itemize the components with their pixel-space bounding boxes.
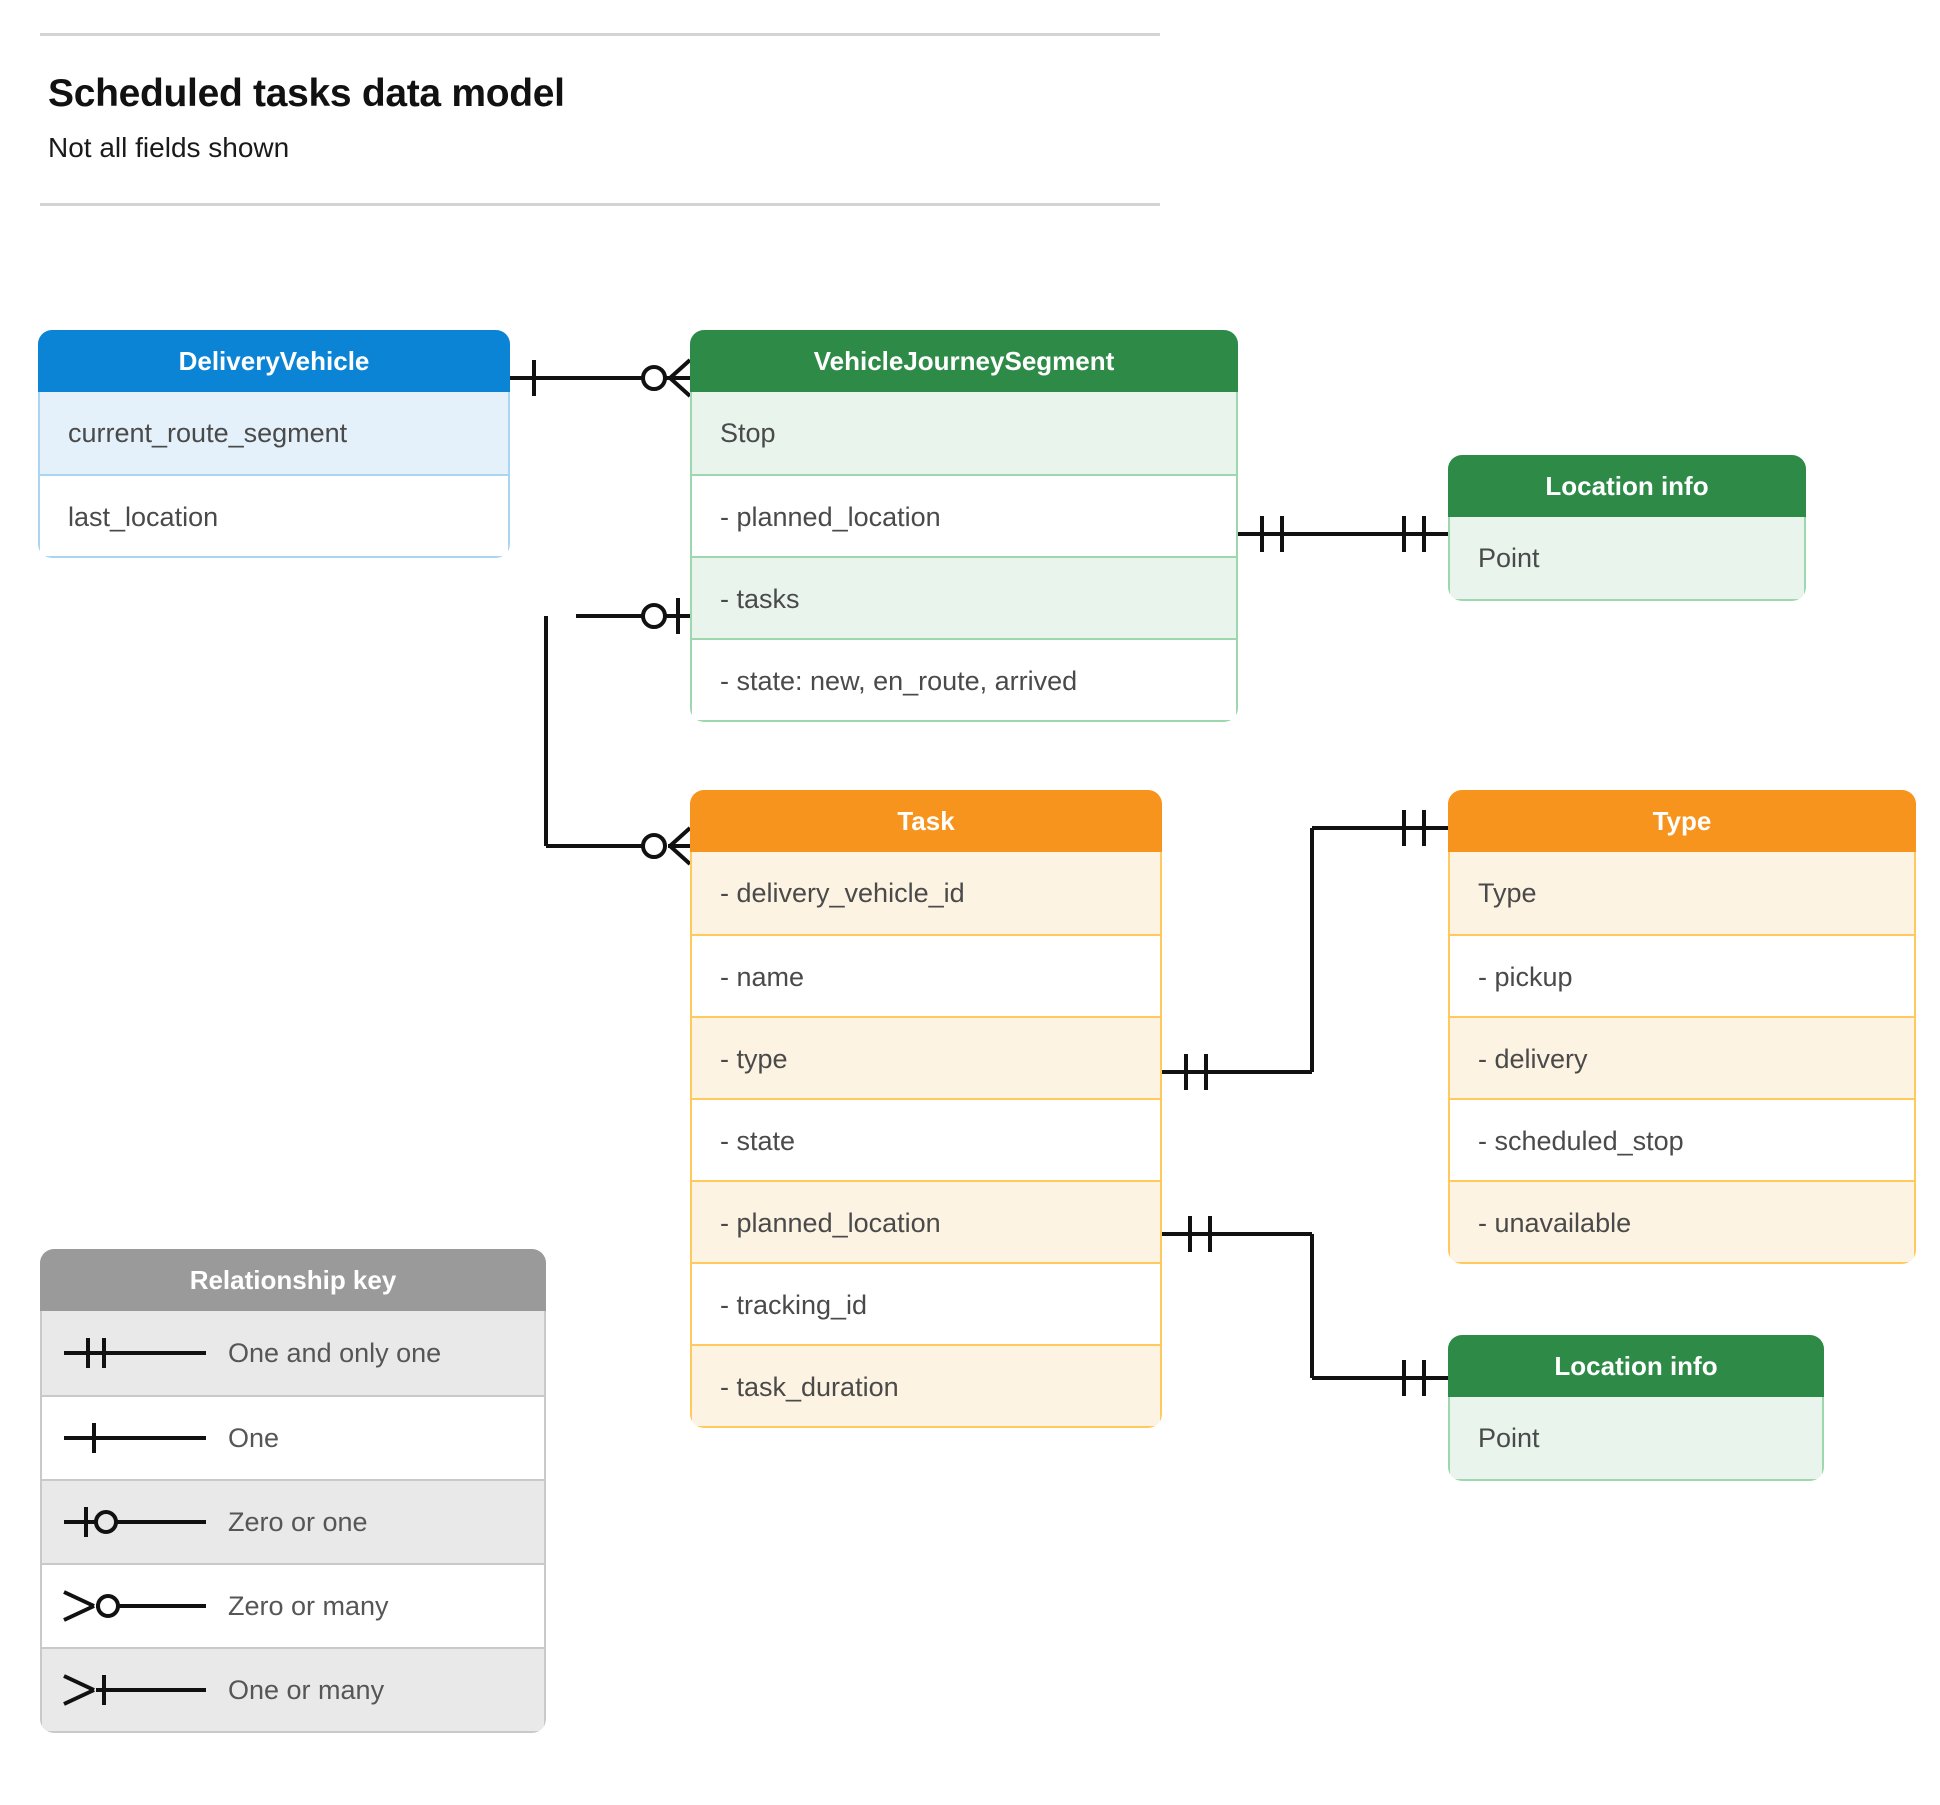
entity-rows-delivery-vehicle: current_route_segment last_location bbox=[38, 392, 510, 558]
entity-title-type: Type bbox=[1448, 790, 1916, 852]
legend-item-label: One bbox=[228, 1422, 280, 1453]
entity-title-location-info-bottom: Location info bbox=[1448, 1335, 1824, 1397]
entity-field: - name bbox=[692, 934, 1160, 1016]
entity-rows-type: Type - pickup - delivery - scheduled_sto… bbox=[1448, 852, 1916, 1264]
legend-item-one: One bbox=[42, 1395, 544, 1479]
legend-item-label: Zero or many bbox=[228, 1590, 389, 1621]
page-subtitle: Not all fields shown bbox=[48, 132, 290, 163]
entity-field: - planned_location bbox=[692, 1180, 1160, 1262]
entity-field: Type bbox=[1450, 852, 1914, 934]
entity-field: - task_duration bbox=[692, 1344, 1160, 1426]
entity-field: Stop bbox=[692, 392, 1236, 474]
entity-location-info-bottom[interactable]: Location info Point bbox=[1448, 1335, 1824, 1481]
zero-or-one-icon bbox=[42, 1502, 228, 1542]
entity-field: Point bbox=[1450, 517, 1804, 599]
entity-field: - state bbox=[692, 1098, 1160, 1180]
entity-title-location-info-top: Location info bbox=[1448, 455, 1806, 517]
entity-vehicle-journey-segment[interactable]: VehicleJourneySegment Stop - planned_loc… bbox=[690, 330, 1238, 722]
entity-field: - delivery bbox=[1450, 1016, 1914, 1098]
legend-title: Relationship key bbox=[40, 1249, 546, 1311]
entity-field: - scheduled_stop bbox=[1450, 1098, 1914, 1180]
entity-type[interactable]: Type Type - pickup - delivery - schedule… bbox=[1448, 790, 1916, 1264]
entity-title-task: Task bbox=[690, 790, 1162, 852]
legend-item-one-or-many: One or many bbox=[42, 1647, 544, 1731]
entity-field: - pickup bbox=[1450, 934, 1914, 1016]
legend-item-zero-or-many: Zero or many bbox=[42, 1563, 544, 1647]
page-title: Scheduled tasks data model bbox=[48, 72, 565, 115]
entity-location-info-top[interactable]: Location info Point bbox=[1448, 455, 1806, 601]
entity-field: - delivery_vehicle_id bbox=[692, 852, 1160, 934]
entity-field: last_location bbox=[40, 474, 508, 556]
legend-item-one-and-only-one: One and only one bbox=[42, 1311, 544, 1395]
legend-item-label: One and only one bbox=[228, 1337, 442, 1368]
legend-item-label: One or many bbox=[228, 1674, 385, 1705]
entity-field: - unavailable bbox=[1450, 1180, 1914, 1262]
entity-field: current_route_segment bbox=[40, 392, 508, 474]
header-divider-top bbox=[40, 33, 1160, 36]
one-and-only-one-icon bbox=[42, 1333, 228, 1373]
entity-rows-location-info-top: Point bbox=[1448, 517, 1806, 601]
entity-rows-task: - delivery_vehicle_id - name - type - st… bbox=[690, 852, 1162, 1428]
entity-delivery-vehicle[interactable]: DeliveryVehicle current_route_segment la… bbox=[38, 330, 510, 558]
legend-rows: One and only one One bbox=[40, 1311, 546, 1733]
legend-relationship-key[interactable]: Relationship key One and only one bbox=[40, 1249, 546, 1733]
entity-task[interactable]: Task - delivery_vehicle_id - name - type… bbox=[690, 790, 1162, 1428]
header-divider-bottom bbox=[40, 203, 1160, 206]
entity-field: Point bbox=[1450, 1397, 1822, 1479]
entity-field: - planned_location bbox=[692, 474, 1236, 556]
entity-field: - type bbox=[692, 1016, 1160, 1098]
one-or-many-icon bbox=[42, 1670, 228, 1710]
zero-or-many-icon bbox=[42, 1586, 228, 1626]
entity-rows-location-info-bottom: Point bbox=[1448, 1397, 1824, 1481]
legend-item-zero-or-one: Zero or one bbox=[42, 1479, 544, 1563]
entity-field: - tracking_id bbox=[692, 1262, 1160, 1344]
entity-rows-vehicle-journey-segment: Stop - planned_location - tasks - state:… bbox=[690, 392, 1238, 722]
entity-field: - state: new, en_route, arrived bbox=[692, 638, 1236, 720]
one-icon bbox=[42, 1418, 228, 1458]
legend-item-label: Zero or one bbox=[228, 1506, 368, 1537]
entity-title-delivery-vehicle: DeliveryVehicle bbox=[38, 330, 510, 392]
entity-title-vehicle-journey-segment: VehicleJourneySegment bbox=[690, 330, 1238, 392]
entity-field: - tasks bbox=[692, 556, 1236, 638]
